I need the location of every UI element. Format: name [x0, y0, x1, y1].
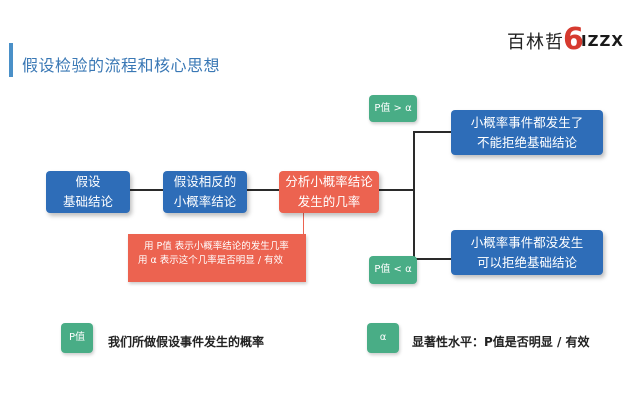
- main-flow-line: [100, 189, 413, 191]
- logo-tail-text: IZZX: [581, 32, 624, 50]
- outcome-lower-line1: 小概率事件都没发生: [470, 234, 584, 250]
- step-assumption-line2: 基础结论: [62, 194, 113, 209]
- branch-lower-line: [413, 258, 453, 260]
- step-analysis-line1: 分析小概率结论: [285, 174, 373, 189]
- logo-main-text: 百林哲: [507, 32, 564, 53]
- note-line-p: 用 P值 表示小概率结论的发生几率: [144, 241, 289, 252]
- branch-upper-line: [413, 131, 453, 133]
- step-assumption-box: 假设 基础结论: [46, 171, 130, 213]
- brand-logo: 百林哲 6 IZZX: [507, 22, 625, 60]
- outcome-lower-line2: 可以拒绝基础结论: [476, 254, 577, 270]
- legend-p-symbol-text: P值: [68, 332, 86, 343]
- outcome-lower-box: 小概率事件都没发生 可以拒绝基础结论: [451, 230, 603, 275]
- condition-p-less-box: P值 < α: [369, 256, 417, 284]
- step-analysis-line2: 发生的几率: [297, 194, 361, 209]
- note-line-alpha: 用 α 表示这个几率是否明显 / 有效: [138, 255, 284, 266]
- outcome-upper-line2: 不能拒绝基础结论: [476, 134, 577, 150]
- step-analysis-box: 分析小概率结论 发生的几率: [279, 171, 379, 213]
- legend-alpha-symbol-text: α: [379, 332, 387, 343]
- title-accent-bar: [9, 43, 13, 77]
- legend-alpha-symbol: α: [367, 323, 399, 353]
- condition-p-less-label: P值 < α: [374, 264, 412, 275]
- step-opposite-line2: 小概率结论: [173, 194, 237, 209]
- note-pointer-line: [303, 196, 304, 234]
- step-assumption-line1: 假设: [75, 174, 101, 189]
- condition-p-greater-box: P值 > α: [369, 95, 417, 122]
- step-opposite-line1: 假设相反的: [173, 174, 237, 189]
- branch-vertical-line: [413, 131, 415, 259]
- outcome-upper-box: 小概率事件都发生了 不能拒绝基础结论: [451, 110, 603, 155]
- legend-p-symbol: P值: [61, 323, 93, 353]
- page-title: 假设检验的流程和核心思想: [22, 56, 221, 75]
- legend-alpha-text: 显著性水平：P值是否明显 / 有效: [412, 335, 590, 349]
- legend-p-text: 我们所做假设事件发生的概率: [108, 335, 265, 349]
- condition-p-greater-label: P值 > α: [374, 102, 412, 114]
- step-opposite-box: 假设相反的 小概率结论: [163, 171, 247, 213]
- explanation-note: 用 P值 表示小概率结论的发生几率 用 α 表示这个几率是否明显 / 有效: [128, 234, 306, 282]
- outcome-upper-line1: 小概率事件都发生了: [470, 114, 584, 130]
- logo-six-glyph: 6: [563, 22, 584, 57]
